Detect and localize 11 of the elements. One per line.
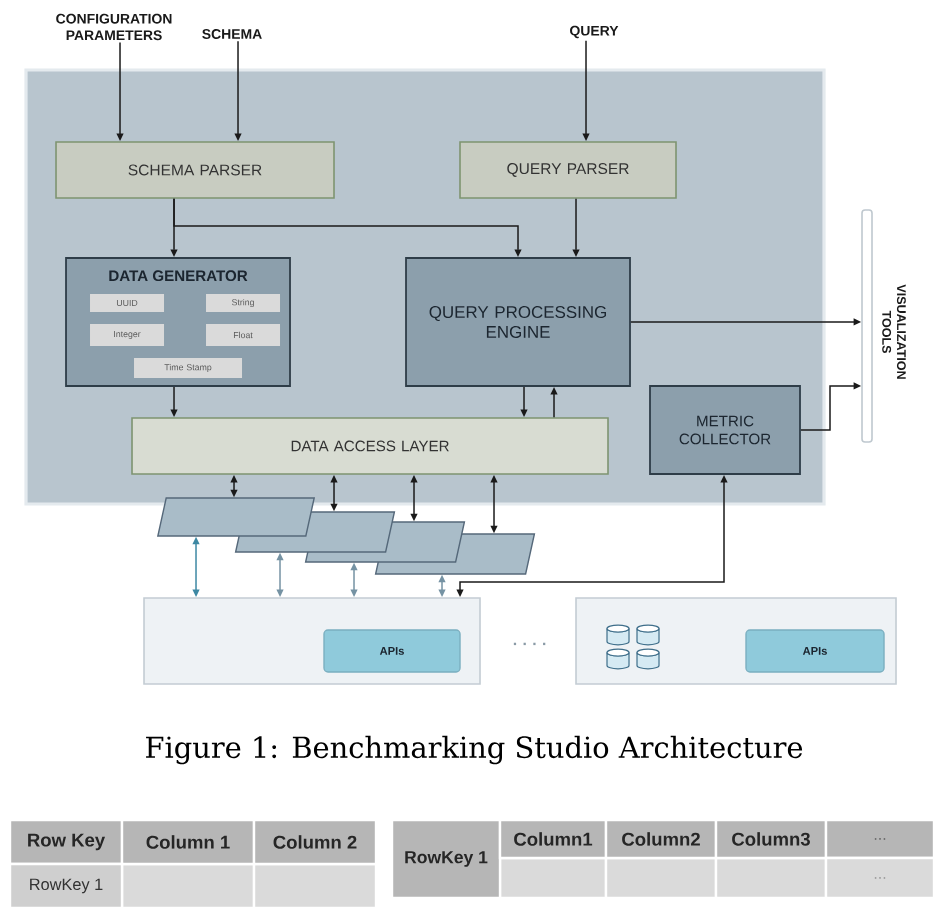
column-header: Column 2 xyxy=(252,818,378,866)
row-header: RowKey 1 xyxy=(390,818,502,900)
column-header: Column3 xyxy=(714,818,828,860)
column-header: Column1 xyxy=(498,818,608,860)
row-header: RowKey 1 xyxy=(8,862,124,908)
column-header: Column 1 xyxy=(120,818,256,866)
arrow xyxy=(550,387,558,418)
process-box: QUERY PROCESSING ENGINE xyxy=(405,257,631,387)
column-header: Row Key xyxy=(8,818,124,866)
column-header: Column2 xyxy=(604,818,718,860)
figure-caption: Figure 1: Benchmarking Studio Architecture xyxy=(146,735,803,765)
